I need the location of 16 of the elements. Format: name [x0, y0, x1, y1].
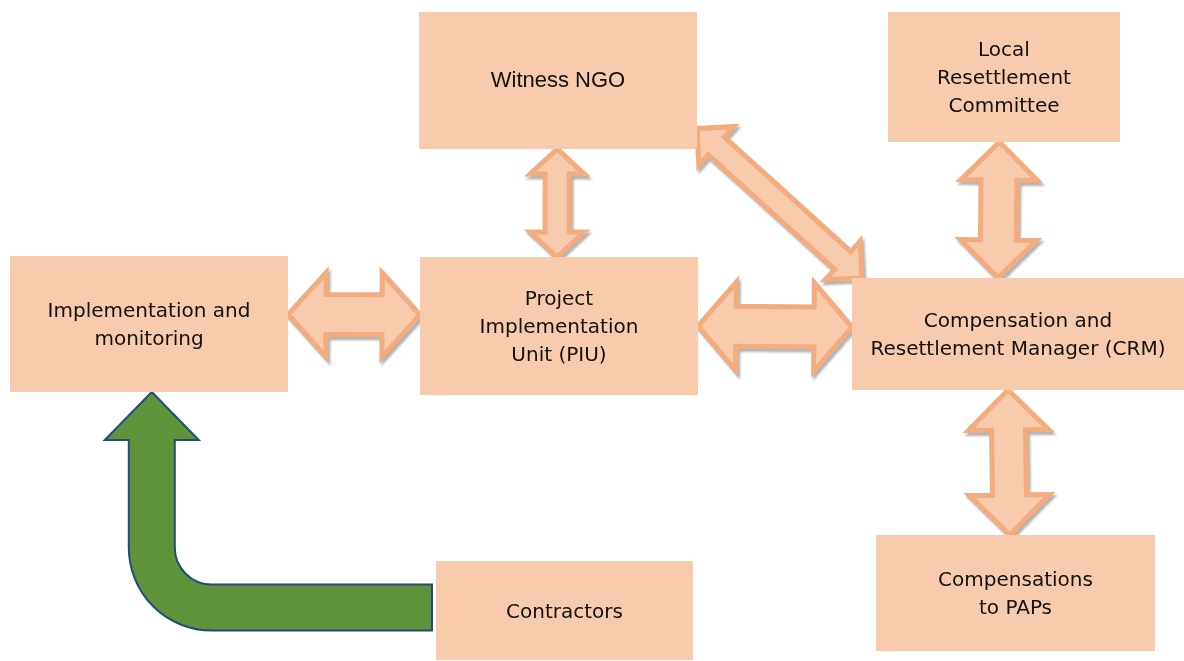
box-label: Compensation and Resettlement Manager (CRM) [869, 307, 1167, 362]
box-label: Local Resettlement Committee [936, 36, 1072, 119]
process-box [852, 278, 1184, 390]
process-box [436, 561, 693, 660]
process-box [10, 256, 288, 392]
process-box [420, 257, 698, 395]
process-box [419, 12, 697, 149]
box-label: Compensations to PAPs [937, 566, 1094, 621]
box-label: Witness NGO [490, 66, 626, 95]
bent-block-arrow [103, 391, 433, 632]
box-label: Contractors [506, 597, 623, 625]
box-label: Implementation and monitoring [46, 297, 252, 352]
process-box [888, 12, 1120, 142]
double-block-arrow [694, 123, 865, 283]
box-label: Project Implementation Unit (PIU) [478, 285, 640, 368]
process-box [876, 535, 1155, 651]
